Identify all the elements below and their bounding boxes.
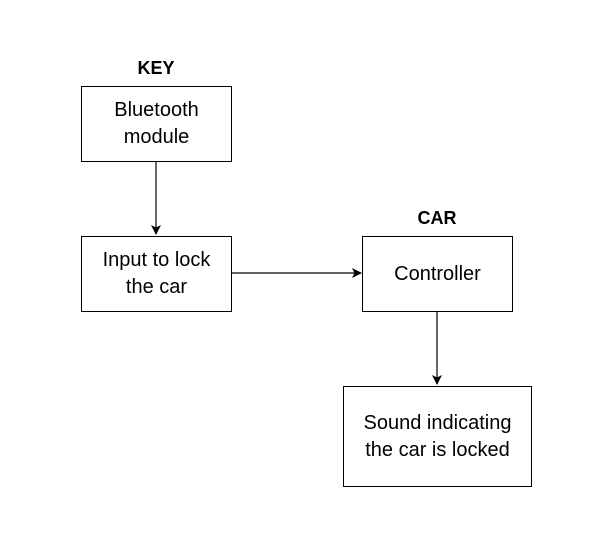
key-group-label: KEY [137, 58, 175, 78]
car-group-label: CAR [417, 208, 457, 228]
bluetooth-module-node: Bluetooth module [81, 86, 232, 162]
sound-indicator-node: Sound indicating the car is locked [343, 386, 532, 487]
controller-node: Controller [362, 236, 513, 312]
input-to-lock-node: Input to lock the car [81, 236, 232, 312]
